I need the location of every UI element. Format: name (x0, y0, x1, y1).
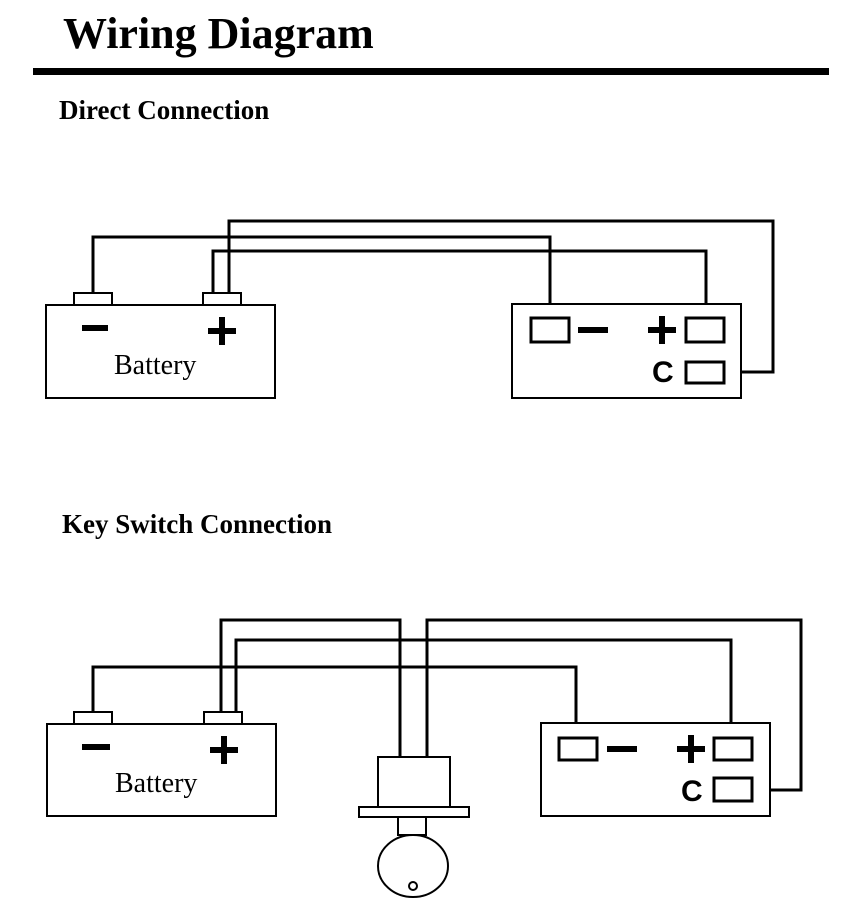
key-switch (358, 756, 470, 898)
device-c-label: C (681, 775, 703, 808)
key-hole-icon (408, 881, 418, 891)
key-switch-wires (91, 618, 803, 792)
wire-switch-to-control (425, 618, 803, 792)
wire-control (227, 219, 775, 374)
wire-battery-negative (91, 665, 578, 738)
battery-positive-symbol-vertical (219, 317, 225, 345)
battery-negative-terminal (73, 711, 113, 725)
device-c-terminal (684, 360, 726, 385)
battery-key-switch: Battery (46, 711, 277, 817)
battery-direct: Battery (45, 292, 276, 399)
device-positive-symbol-vertical (659, 316, 665, 344)
wire-battery-positive-to-switch (219, 618, 402, 758)
section-heading-direct: Direct Connection (59, 95, 269, 125)
battery-box (45, 304, 276, 399)
battery-negative-symbol (82, 744, 110, 750)
battery-label: Battery (115, 768, 197, 799)
direct-wires (91, 219, 775, 374)
direct-connection-section: Direct Connection Battery C (45, 95, 775, 399)
key-switch-neck (397, 816, 427, 836)
battery-label: Battery (114, 350, 196, 381)
device-key-switch: C (540, 722, 771, 817)
battery-positive-terminal (203, 711, 243, 725)
device-positive-symbol-vertical (688, 735, 694, 763)
title-underline (33, 68, 829, 75)
battery-negative-terminal (73, 292, 113, 306)
key-switch-body (377, 756, 451, 808)
key-icon (377, 834, 449, 898)
page-title: Wiring Diagram (63, 9, 374, 58)
key-switch-section: Key Switch Connection Battery (46, 509, 803, 898)
device-negative-terminal (557, 736, 599, 762)
battery-positive-symbol-vertical (221, 736, 227, 764)
device-positive-terminal (684, 316, 726, 344)
device-negative-terminal (529, 316, 571, 344)
device-c-label: C (652, 356, 674, 389)
device-positive-terminal (712, 736, 754, 762)
wire-battery-negative (91, 235, 552, 318)
wire-battery-positive (211, 249, 708, 318)
device-negative-symbol (607, 746, 637, 752)
device-c-terminal (712, 776, 754, 803)
section-heading-key-switch: Key Switch Connection (62, 509, 332, 539)
device-direct: C (511, 303, 742, 399)
battery-positive-terminal (202, 292, 242, 306)
key-switch-flange (358, 806, 470, 818)
battery-box (46, 723, 277, 817)
wire-battery-positive-to-device (234, 638, 733, 738)
device-negative-symbol (578, 327, 608, 333)
battery-negative-symbol (82, 325, 108, 331)
